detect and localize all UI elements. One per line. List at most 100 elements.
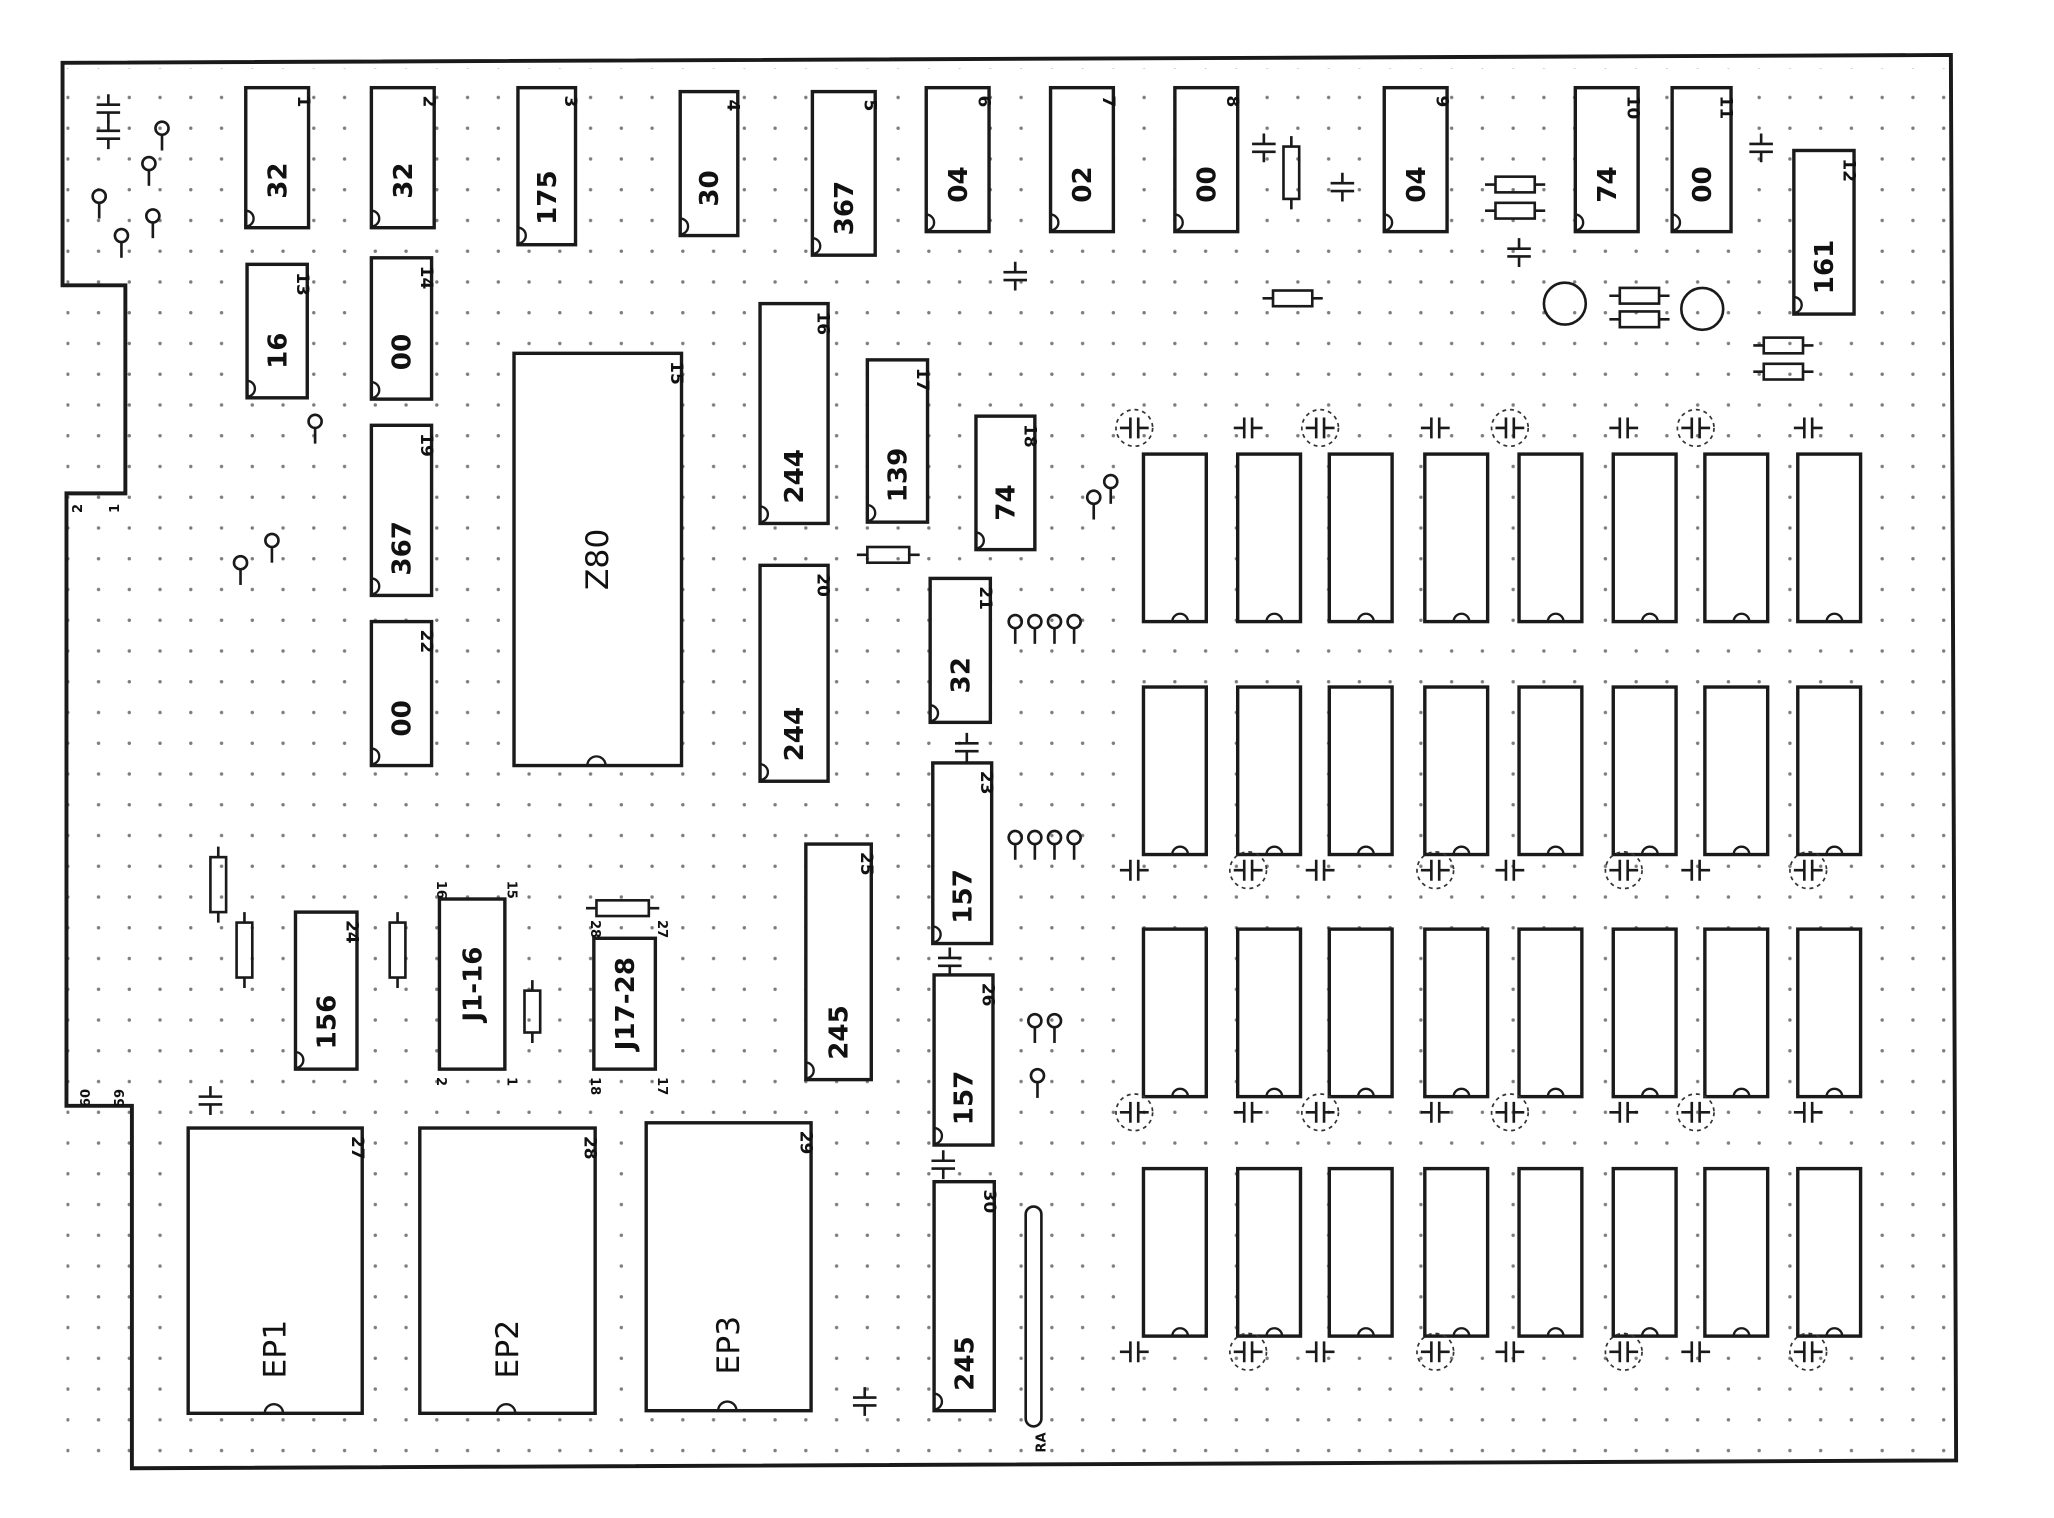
chip-ref: 14 bbox=[416, 266, 436, 290]
jumper-pin-label: 18 bbox=[587, 1077, 602, 1095]
jumper-pin-label: 28 bbox=[587, 920, 602, 938]
capacitor-icon bbox=[1681, 1341, 1711, 1363]
resistor-icon bbox=[1609, 310, 1670, 329]
chip-ref: 28 bbox=[580, 1136, 600, 1160]
capacitor-icon bbox=[1119, 1341, 1149, 1363]
ic-body bbox=[1573, 85, 1640, 234]
chip-ref: 16 bbox=[813, 311, 833, 335]
memory-chip bbox=[1609, 927, 1678, 1123]
capacitor-icon bbox=[96, 94, 121, 124]
chip-type: 367 bbox=[388, 521, 418, 576]
chip-type: 157 bbox=[948, 869, 978, 924]
memory-chip bbox=[1490, 408, 1584, 624]
chip-type: 16 bbox=[263, 333, 293, 369]
ic-body bbox=[245, 262, 309, 400]
chip-type: 32 bbox=[389, 162, 419, 198]
resistor-icon bbox=[1753, 362, 1814, 381]
pin1-notch bbox=[680, 217, 690, 236]
resistor-icon bbox=[1262, 289, 1323, 308]
pin1-notch bbox=[1672, 213, 1682, 232]
pin1-notch bbox=[933, 1126, 944, 1145]
chip-ref: 9 bbox=[1432, 96, 1452, 108]
jumper-label: J1-16 bbox=[458, 946, 488, 1023]
pin1-notch bbox=[759, 763, 769, 782]
memory-chip bbox=[1789, 1166, 1863, 1371]
memory-chip bbox=[1228, 685, 1303, 890]
jumper-pin-label: 15 bbox=[503, 881, 518, 899]
solder-pad-icon bbox=[154, 120, 170, 151]
pin1-notch bbox=[812, 236, 822, 256]
resistor-icon bbox=[1609, 286, 1670, 305]
solder-pad-icon bbox=[1046, 613, 1063, 644]
memory-chip bbox=[1305, 685, 1394, 881]
memory-chip bbox=[1305, 1166, 1394, 1363]
discrete-components bbox=[91, 94, 1814, 1416]
chip-type: Z80 bbox=[580, 529, 616, 590]
optional-ring bbox=[1228, 1332, 1268, 1371]
ic-body bbox=[758, 563, 830, 783]
pin1-notch bbox=[1050, 213, 1060, 232]
ic-body bbox=[369, 256, 434, 401]
chip-ref: 11 bbox=[1716, 96, 1736, 120]
slot bbox=[1024, 1205, 1043, 1428]
chip-ref: 23 bbox=[976, 771, 996, 795]
memory-chip bbox=[1119, 685, 1208, 881]
pin1-notch bbox=[932, 925, 942, 944]
capacitor-icon bbox=[1789, 1332, 1828, 1371]
chip-ref: 5 bbox=[860, 99, 880, 111]
capacitor-icon bbox=[1228, 851, 1268, 890]
optional-ring bbox=[1490, 408, 1530, 448]
chip-ref: 19 bbox=[416, 433, 436, 457]
solder-pad-icon bbox=[1027, 829, 1043, 860]
optional-ring bbox=[1676, 1093, 1715, 1132]
capacitor-icon bbox=[1119, 859, 1149, 881]
chip-ref: 29 bbox=[796, 1131, 816, 1155]
chip-ref: 12 bbox=[1839, 158, 1859, 182]
chip-ref: 13 bbox=[292, 272, 312, 296]
solder-pad-icon bbox=[1102, 473, 1119, 504]
jumper-pin-label: 17 bbox=[654, 1077, 669, 1095]
resistor-icon bbox=[585, 899, 660, 918]
pin1-notch bbox=[1575, 213, 1585, 232]
pin1-notch bbox=[263, 1402, 285, 1414]
chip-type: 00 bbox=[388, 700, 418, 736]
capacitor-icon bbox=[1490, 1093, 1530, 1132]
solder-pad-icon bbox=[1029, 1067, 1046, 1098]
solder-pad-icon bbox=[144, 208, 161, 239]
memory-chip bbox=[1793, 927, 1863, 1123]
ic-body bbox=[678, 89, 740, 238]
chip-type: 04 bbox=[944, 166, 974, 202]
chip-type: 245 bbox=[950, 1336, 980, 1391]
pin1-notch bbox=[805, 1061, 815, 1080]
chip-ref: 20 bbox=[813, 573, 833, 597]
capacitor-icon bbox=[1300, 1093, 1340, 1132]
capacitor-icon bbox=[1252, 133, 1276, 163]
optional-ring bbox=[1604, 1332, 1643, 1371]
solder-pad-icon bbox=[1007, 613, 1024, 644]
optional-ring bbox=[1789, 1332, 1828, 1371]
board-outline bbox=[60, 52, 1959, 1471]
memory-chip bbox=[1119, 1166, 1208, 1363]
capacitor-icon bbox=[1420, 1101, 1450, 1123]
jumper-pin-label: 27 bbox=[654, 920, 669, 938]
ic-body bbox=[186, 1126, 364, 1416]
ic-body bbox=[924, 85, 991, 234]
chip-ref: 24 bbox=[342, 920, 362, 944]
memory-chip bbox=[1681, 1166, 1770, 1363]
resistor-icon bbox=[209, 846, 228, 923]
pin1-notch bbox=[371, 577, 381, 596]
capacitor-icon bbox=[1003, 261, 1027, 291]
optional-ring bbox=[1416, 851, 1455, 890]
ic-body bbox=[1048, 85, 1116, 234]
